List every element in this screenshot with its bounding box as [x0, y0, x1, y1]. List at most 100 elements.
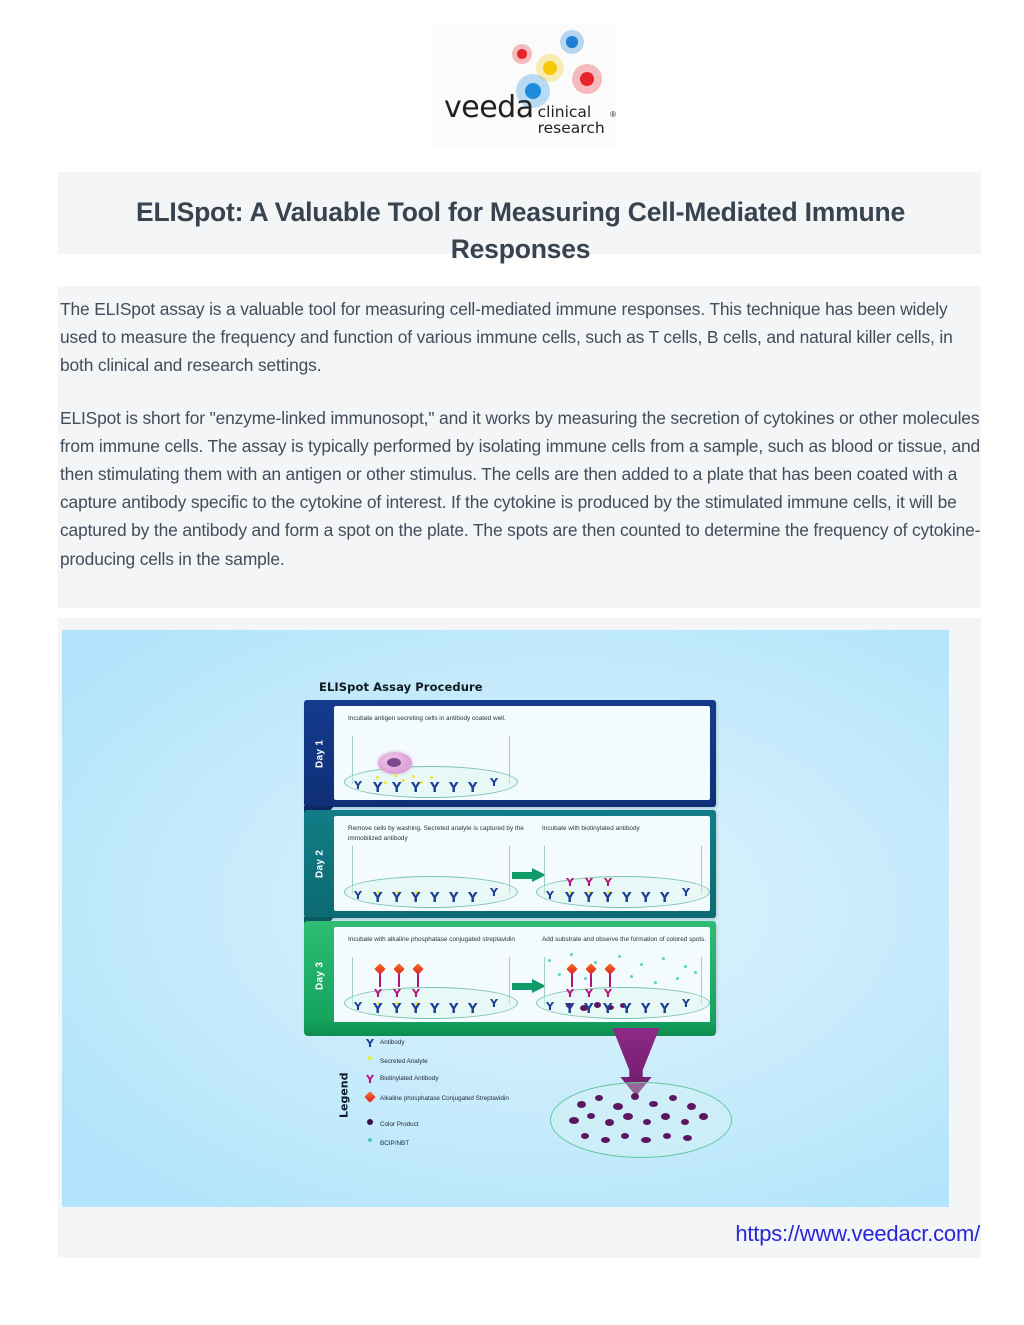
biotinylated-antibody-icon: Y [585, 987, 593, 1000]
legend-item-conjugated-streptavidin: Alkaline phosphatase Conjugated Streptav… [360, 1091, 509, 1103]
website-url-link[interactable]: https://www.veedacr.com/ [735, 1221, 980, 1246]
result-spot [699, 1113, 708, 1120]
bcip-nbt-icon [676, 977, 679, 980]
logo-blue-small-dot [560, 30, 584, 54]
result-spot [661, 1113, 670, 1120]
capture-antibody-icon: Y [622, 1002, 632, 1017]
elispot-assay-procedure-figure: ELISpot Assay Procedure Day 1 Incubate a… [62, 630, 949, 1207]
capture-antibody-icon: Y [565, 891, 575, 906]
result-spot [601, 1137, 610, 1143]
streptavidin-stem [590, 971, 592, 987]
day-3-caption-2: Add substrate and observe the formation … [542, 936, 707, 943]
secreted-analyte-icon [360, 1056, 380, 1060]
bcip-nbt-icon [640, 963, 643, 966]
day-2-well-right: Y Y Y Y Y Y Y Y Y Y Y [536, 846, 710, 908]
capture-antibody-icon: Y [468, 781, 478, 796]
capture-antibody-icon: Y [490, 886, 498, 899]
legend-item-color-product: Color Product [360, 1119, 419, 1129]
capture-antibody-icon: Y [641, 891, 651, 906]
well-base [344, 766, 518, 798]
capture-antibody-icon: Y [411, 781, 421, 796]
bcip-nbt-icon [654, 981, 657, 984]
capture-antibody-icon: Y [490, 997, 498, 1010]
well-base [344, 987, 518, 1019]
logo-dot-cluster [498, 30, 608, 108]
capture-antibody-icon: Y [430, 1002, 440, 1017]
logo-name-primary: veeda [444, 90, 534, 125]
registered-mark-icon: ® [610, 110, 616, 119]
legend-item-biotinylated-antibody: Y Biotinylated Antibody [360, 1073, 438, 1086]
biotinylated-antibody-icon: Y [393, 987, 401, 1000]
antigen-secreting-cell [378, 752, 412, 774]
secreted-analyte-dot [402, 779, 405, 782]
streptavidin-stem [417, 971, 419, 987]
day-2-well-left: Y Y Y Y Y Y Y Y [344, 846, 518, 908]
day-3-caption-1: Incubate with alkaline phosphatase conju… [348, 936, 515, 943]
day-3-label: Day 3 [314, 961, 326, 991]
legend-item-label: Biotinylated Antibody [380, 1075, 439, 1082]
well-wall [352, 846, 510, 894]
captured-analyte-dot [415, 891, 418, 894]
well-wall [544, 957, 702, 1005]
result-spot [577, 1101, 586, 1108]
capture-antibody-icon: Y [682, 997, 690, 1010]
day-2-label: Day 2 [314, 849, 326, 879]
title-background-band [58, 172, 981, 254]
capture-antibody-icon: Y [546, 1000, 554, 1013]
color-product-spot [580, 1005, 588, 1011]
color-product-icon [360, 1119, 380, 1125]
bcip-nbt-icon [548, 959, 551, 962]
capture-antibody-icon: Y [468, 1002, 478, 1017]
result-plate [550, 1082, 732, 1158]
legend-item-label: Alkaline phosphatase Conjugated Streptav… [380, 1095, 509, 1102]
bcip-nbt-icon [630, 975, 633, 978]
biotinylated-antibody-icon: Y [604, 876, 612, 889]
captured-analyte-dot [377, 1002, 380, 1005]
article-body: The ELISpot assay is a valuable tool for… [60, 295, 985, 597]
result-spot [631, 1093, 639, 1100]
day-1-label: Day 1 [314, 739, 326, 768]
captured-analyte-dot [415, 1002, 418, 1005]
bcip-nbt-icon [594, 961, 597, 964]
step-arrow-icon [512, 979, 546, 993]
well-wall [544, 846, 702, 894]
well-base [344, 876, 518, 908]
streptavidin-stem [398, 971, 400, 987]
result-spot [649, 1101, 658, 1107]
day-2-panel: Day 2 Remove cells by washing. Secreted … [304, 810, 716, 927]
step-arrow-icon [512, 868, 546, 882]
biotinylated-antibody-icon: Y [366, 1073, 374, 1086]
color-product-spot [566, 1003, 573, 1008]
result-spot [681, 1119, 689, 1125]
day-1-well: Y Y Y Y Y Y Y Y [344, 736, 518, 798]
secreted-analyte-dot [430, 776, 433, 779]
bcip-nbt-icon [618, 955, 621, 958]
bcip-nbt-icon [684, 965, 687, 968]
capture-antibody-icon: Y [411, 1002, 421, 1017]
well-base [536, 876, 710, 908]
legend-item-bcip-nbt: BCIP/NBT [360, 1138, 409, 1148]
capture-antibody-icon: Y [660, 1002, 670, 1017]
streptavidin-stem [379, 971, 381, 987]
day-3-panel-foot [304, 1022, 716, 1036]
color-product-spot [594, 1002, 601, 1008]
result-spot [687, 1103, 696, 1110]
well-wall [352, 957, 510, 1005]
capture-antibody-icon: Y [354, 779, 362, 792]
logo-wordmark: veeda clinical research ® [444, 93, 616, 136]
conjugated-streptavidin-icon [360, 1091, 380, 1103]
capture-antibody-icon: Y [430, 781, 440, 796]
legend-item-secreted-analyte: Secreted Analyte [360, 1056, 428, 1066]
day-2-caption-2: Incubate with biotinylated antibody [542, 825, 640, 832]
legend-item-label: Antibody [380, 1039, 405, 1046]
day-2-caption-1: Remove cells by washing. Secreted analyt… [348, 825, 524, 842]
biotinylated-antibody-icon: Y [604, 987, 612, 1000]
antibody-icon: Y [366, 1037, 374, 1050]
result-spot [623, 1113, 633, 1120]
secreted-analyte-dot [384, 781, 387, 784]
day-3-panel: Day 3 Incubate with alkaline phosphatase… [304, 921, 716, 1031]
day-3-well-right: Y Y Y Y Y Y Y Y Y Y Y [536, 953, 710, 1019]
legend-label: Legend [337, 1072, 351, 1118]
day-3-well-left: Y Y Y Y Y Y Y Y Y Y Y [344, 957, 518, 1019]
result-spot [595, 1095, 603, 1101]
